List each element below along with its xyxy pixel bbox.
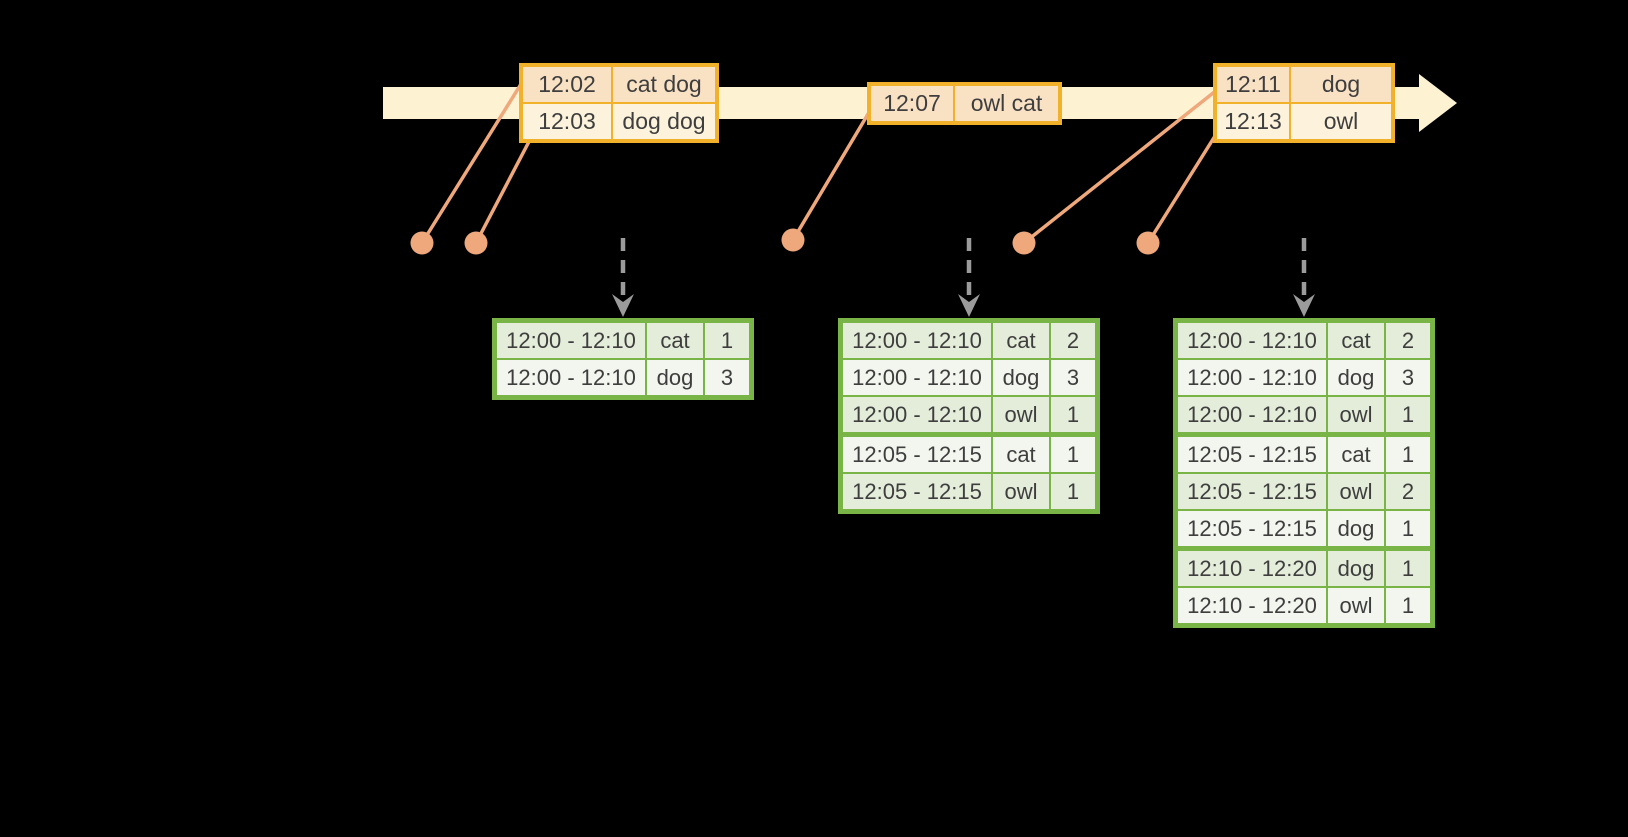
connector-line-2 xyxy=(474,131,536,244)
window-cell: 12:05 - 12:15 xyxy=(1178,474,1326,509)
event-time-cell: 12:03 xyxy=(523,104,611,139)
event-time-cell: 12:07 xyxy=(871,86,953,121)
count-cell: 1 xyxy=(1386,588,1430,623)
word-cell: cat xyxy=(993,437,1049,472)
count-cell: 1 xyxy=(1386,437,1430,472)
event-dot-3 xyxy=(781,228,805,252)
window-cell: 12:10 - 12:20 xyxy=(1178,551,1326,586)
count-cell: 1 xyxy=(1386,511,1430,546)
connector-line-4 xyxy=(1022,76,1234,245)
word-cell: dog xyxy=(993,360,1049,395)
trigger-arrowhead-icon-3 xyxy=(1293,294,1315,317)
window-group-divider xyxy=(843,434,1095,435)
window-cell: 12:00 - 12:10 xyxy=(1178,397,1326,432)
timeline-arrowhead-icon xyxy=(1419,74,1457,132)
event-words-cell: cat dog xyxy=(613,67,715,102)
count-cell: 1 xyxy=(1051,474,1095,509)
event-dot-2 xyxy=(464,231,488,255)
window-cell: 12:00 - 12:10 xyxy=(497,323,645,358)
word-cell: owl xyxy=(993,397,1049,432)
count-cell: 2 xyxy=(1386,323,1430,358)
window-cell: 12:00 - 12:10 xyxy=(843,397,991,432)
word-cell: owl xyxy=(993,474,1049,509)
word-cell: dog xyxy=(647,360,703,395)
event-table-2: 12:07 owl cat xyxy=(867,82,1062,125)
count-cell: 2 xyxy=(1051,323,1095,358)
event-dot-4 xyxy=(1012,231,1036,255)
window-cell: 12:05 - 12:15 xyxy=(843,474,991,509)
window-cell: 12:05 - 12:15 xyxy=(1178,437,1326,472)
connector-line-1 xyxy=(420,75,528,244)
connector-line-5 xyxy=(1146,127,1222,244)
word-cell: dog xyxy=(1328,551,1384,586)
word-cell: dog xyxy=(1328,511,1384,546)
count-cell: 1 xyxy=(1051,397,1095,432)
result-table-1: 12:00 - 12:10 cat 1 12:00 - 12:10 dog 3 xyxy=(492,318,754,400)
word-cell: owl xyxy=(1328,588,1384,623)
event-time-cell: 12:02 xyxy=(523,67,611,102)
window-cell: 12:00 - 12:10 xyxy=(843,360,991,395)
count-cell: 1 xyxy=(705,323,749,358)
count-cell: 1 xyxy=(1051,437,1095,472)
event-words-cell: dog xyxy=(1291,67,1391,102)
count-cell: 3 xyxy=(1051,360,1095,395)
result-table-3: 12:00 - 12:10 cat 2 12:00 - 12:10 dog 3 … xyxy=(1173,318,1435,628)
window-cell: 12:05 - 12:15 xyxy=(1178,511,1326,546)
word-cell: owl xyxy=(1328,397,1384,432)
count-cell: 3 xyxy=(705,360,749,395)
window-cell: 12:00 - 12:10 xyxy=(1178,323,1326,358)
window-cell: 12:10 - 12:20 xyxy=(1178,588,1326,623)
count-cell: 3 xyxy=(1386,360,1430,395)
count-cell: 1 xyxy=(1386,397,1430,432)
event-words-cell: owl xyxy=(1291,104,1391,139)
trigger-arrowhead-icon-1 xyxy=(612,294,634,317)
event-table-1: 12:02 cat dog 12:03 dog dog xyxy=(519,63,719,143)
count-cell: 2 xyxy=(1386,474,1430,509)
word-cell: cat xyxy=(1328,323,1384,358)
window-group-divider xyxy=(1178,548,1430,549)
count-cell: 1 xyxy=(1386,551,1430,586)
result-table-2: 12:00 - 12:10 cat 2 12:00 - 12:10 dog 3 … xyxy=(838,318,1100,514)
window-cell: 12:00 - 12:10 xyxy=(497,360,645,395)
window-cell: 12:05 - 12:15 xyxy=(843,437,991,472)
event-words-cell: owl cat xyxy=(955,86,1058,121)
word-cell: owl xyxy=(1328,474,1384,509)
word-cell: dog xyxy=(1328,360,1384,395)
event-time-cell: 12:11 xyxy=(1217,67,1289,102)
event-words-cell: dog dog xyxy=(613,104,715,139)
word-cell: cat xyxy=(1328,437,1384,472)
connector-line-3 xyxy=(791,103,876,241)
event-dot-5 xyxy=(1136,231,1160,255)
event-dot-1 xyxy=(410,231,434,255)
word-cell: cat xyxy=(993,323,1049,358)
word-cell: cat xyxy=(647,323,703,358)
trigger-arrowhead-icon-2 xyxy=(958,294,980,317)
event-table-3: 12:11 dog 12:13 owl xyxy=(1213,63,1395,143)
window-group-divider xyxy=(1178,434,1430,435)
window-cell: 12:00 - 12:10 xyxy=(1178,360,1326,395)
event-time-cell: 12:13 xyxy=(1217,104,1289,139)
window-cell: 12:00 - 12:10 xyxy=(843,323,991,358)
